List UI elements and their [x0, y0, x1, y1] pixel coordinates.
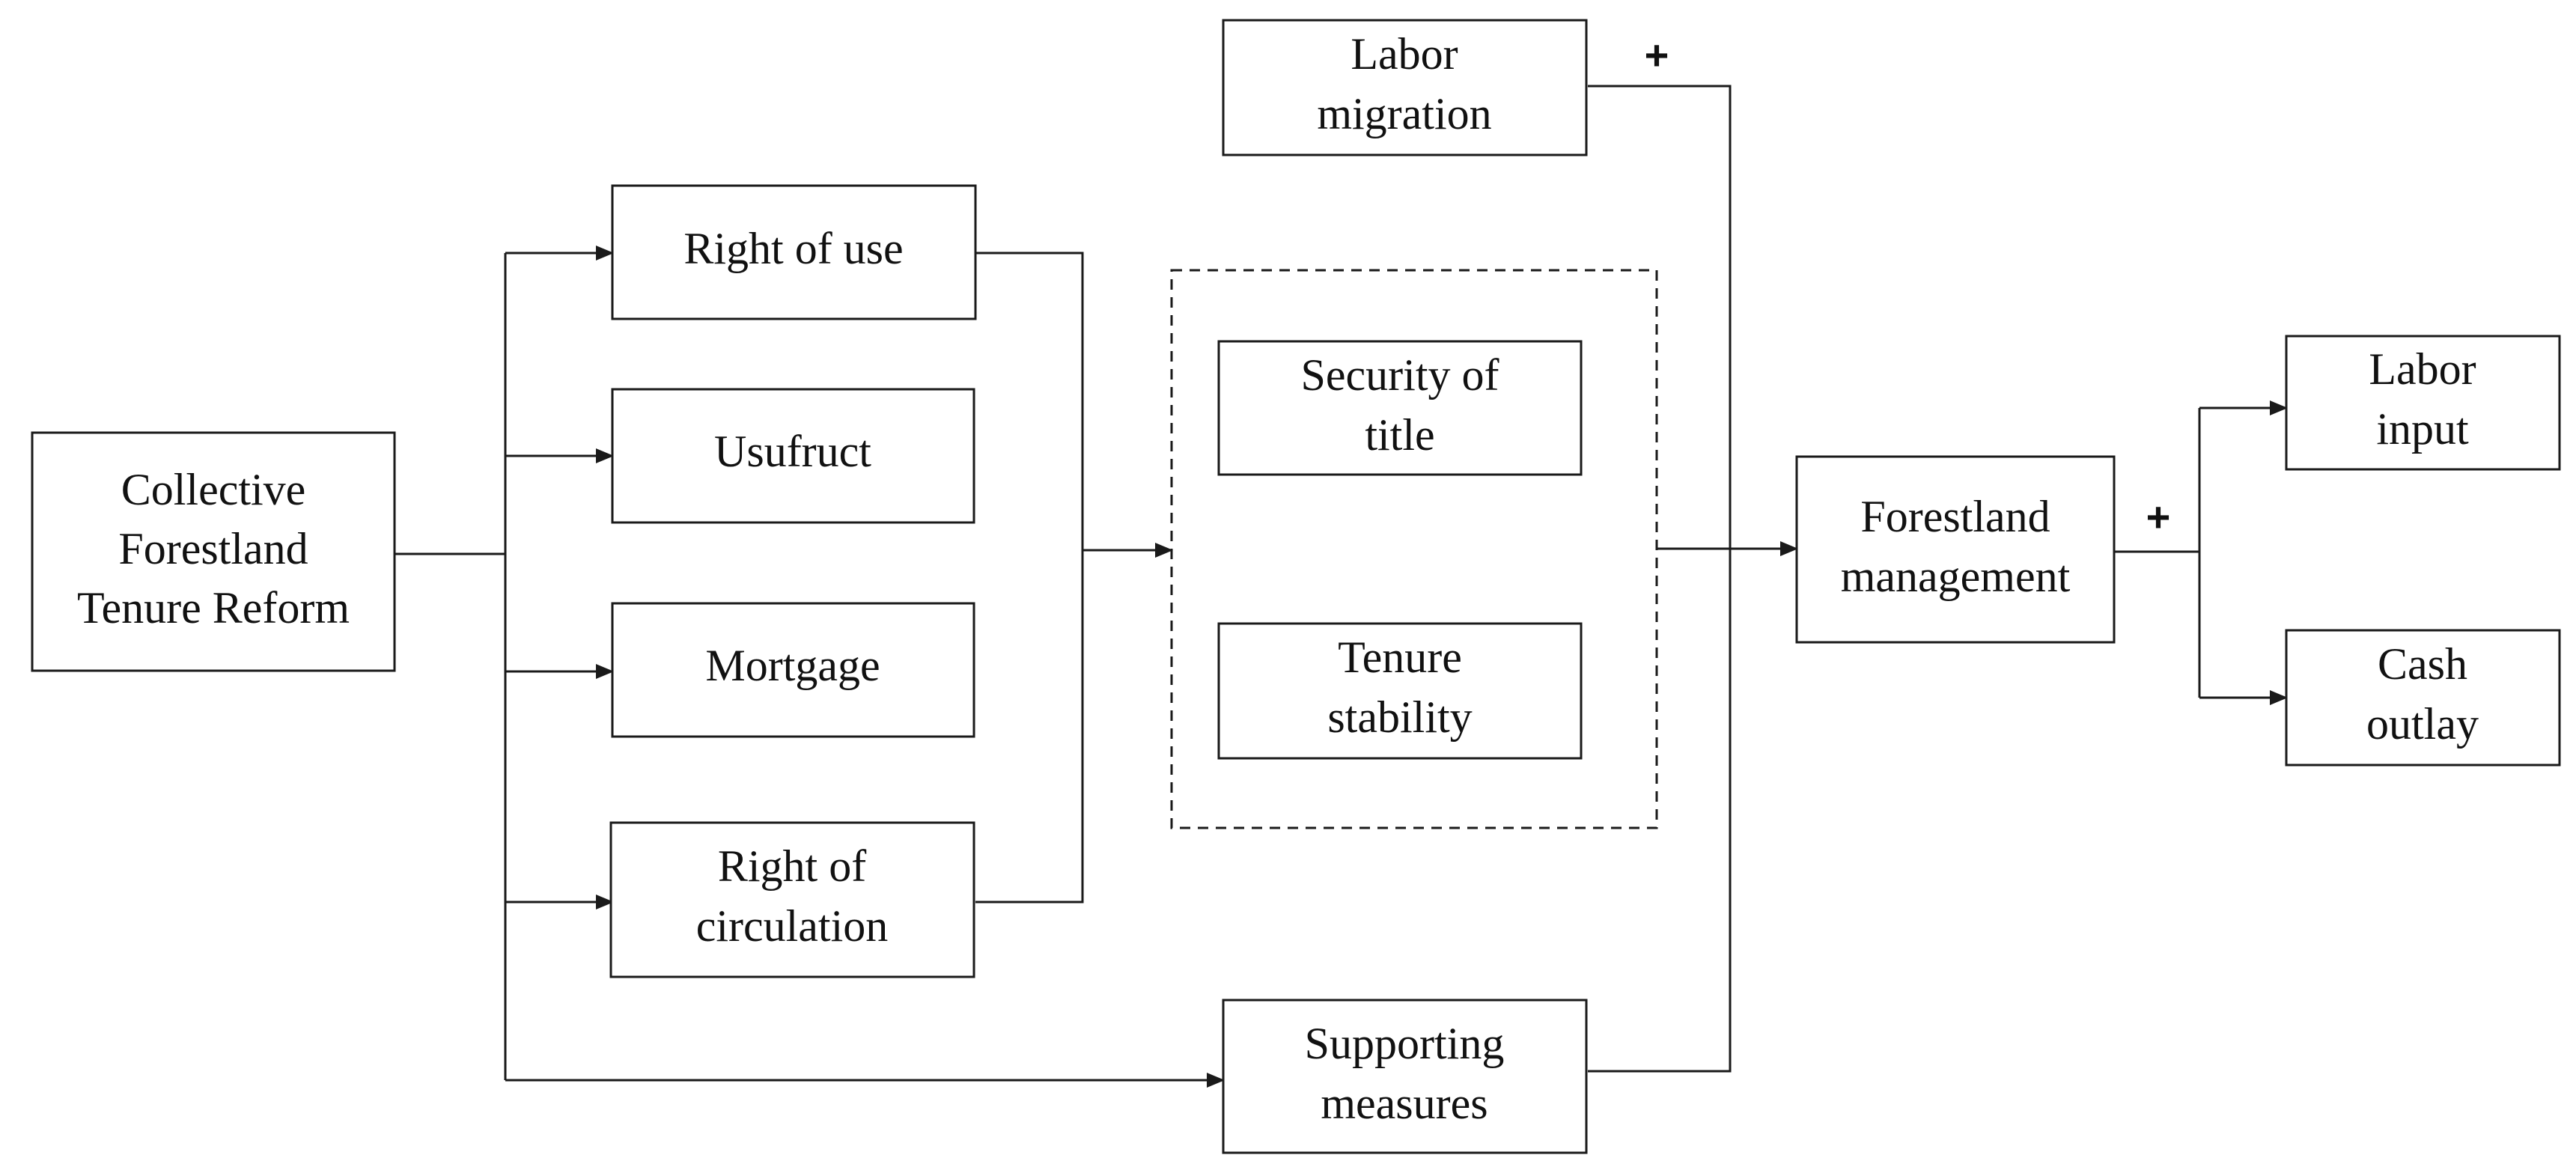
- node-collective-forestland-tenure-reform: Collective Forestland Tenure Reform: [31, 431, 396, 672]
- node-label: Tenure Reform: [77, 583, 350, 633]
- node-mortgage: Mortgage: [611, 602, 975, 738]
- node-label: stability: [1327, 692, 1472, 742]
- node-label: title: [1365, 410, 1434, 460]
- node-label: Cash: [2378, 639, 2467, 689]
- node-label: Right of: [718, 841, 866, 891]
- node-label: Forestland: [1860, 492, 2050, 541]
- node-label: Collective: [121, 465, 306, 514]
- node-right-of-use: Right of use: [611, 184, 977, 320]
- node-label: measures: [1321, 1079, 1488, 1128]
- node-forestland-management: Forestland management: [1795, 455, 2116, 644]
- node-label: management: [1841, 552, 2071, 601]
- node-label: Tenure: [1338, 633, 1462, 682]
- node-label: Right of use: [683, 224, 903, 273]
- node-label: Mortgage: [705, 641, 880, 690]
- node-label: migration: [1317, 89, 1491, 138]
- node-label: input: [2376, 404, 2469, 454]
- node-label: Security of: [1301, 350, 1499, 400]
- plus-sign-management-outputs: +: [2146, 493, 2171, 540]
- node-label: outlay: [2366, 699, 2479, 749]
- node-label: Labor: [2369, 344, 2476, 394]
- node-supporting-measures: Supporting measures: [1222, 999, 1588, 1154]
- node-label: Supporting: [1305, 1019, 1505, 1068]
- node-cash-outlay: Cash outlay: [2285, 629, 2561, 767]
- node-usufruct: Usufruct: [611, 388, 975, 524]
- node-label: Labor: [1351, 29, 1458, 79]
- plus-sign-labor-migration: +: [1645, 31, 1669, 79]
- node-label: Forestland: [118, 524, 308, 573]
- edge-right-of-use-out: [975, 252, 1084, 904]
- node-labor-input: Labor input: [2285, 335, 2561, 471]
- node-tenure-stability: Tenure stability: [1217, 622, 1583, 760]
- edge-labor-migration-to-bus: [1588, 85, 1732, 1073]
- node-labor-migration: Labor migration: [1222, 19, 1588, 156]
- node-label: circulation: [696, 901, 889, 951]
- node-right-of-circulation: Right of circulation: [609, 821, 975, 978]
- node-security-of-title: Security of title: [1217, 340, 1583, 476]
- node-label: Usufruct: [714, 427, 871, 476]
